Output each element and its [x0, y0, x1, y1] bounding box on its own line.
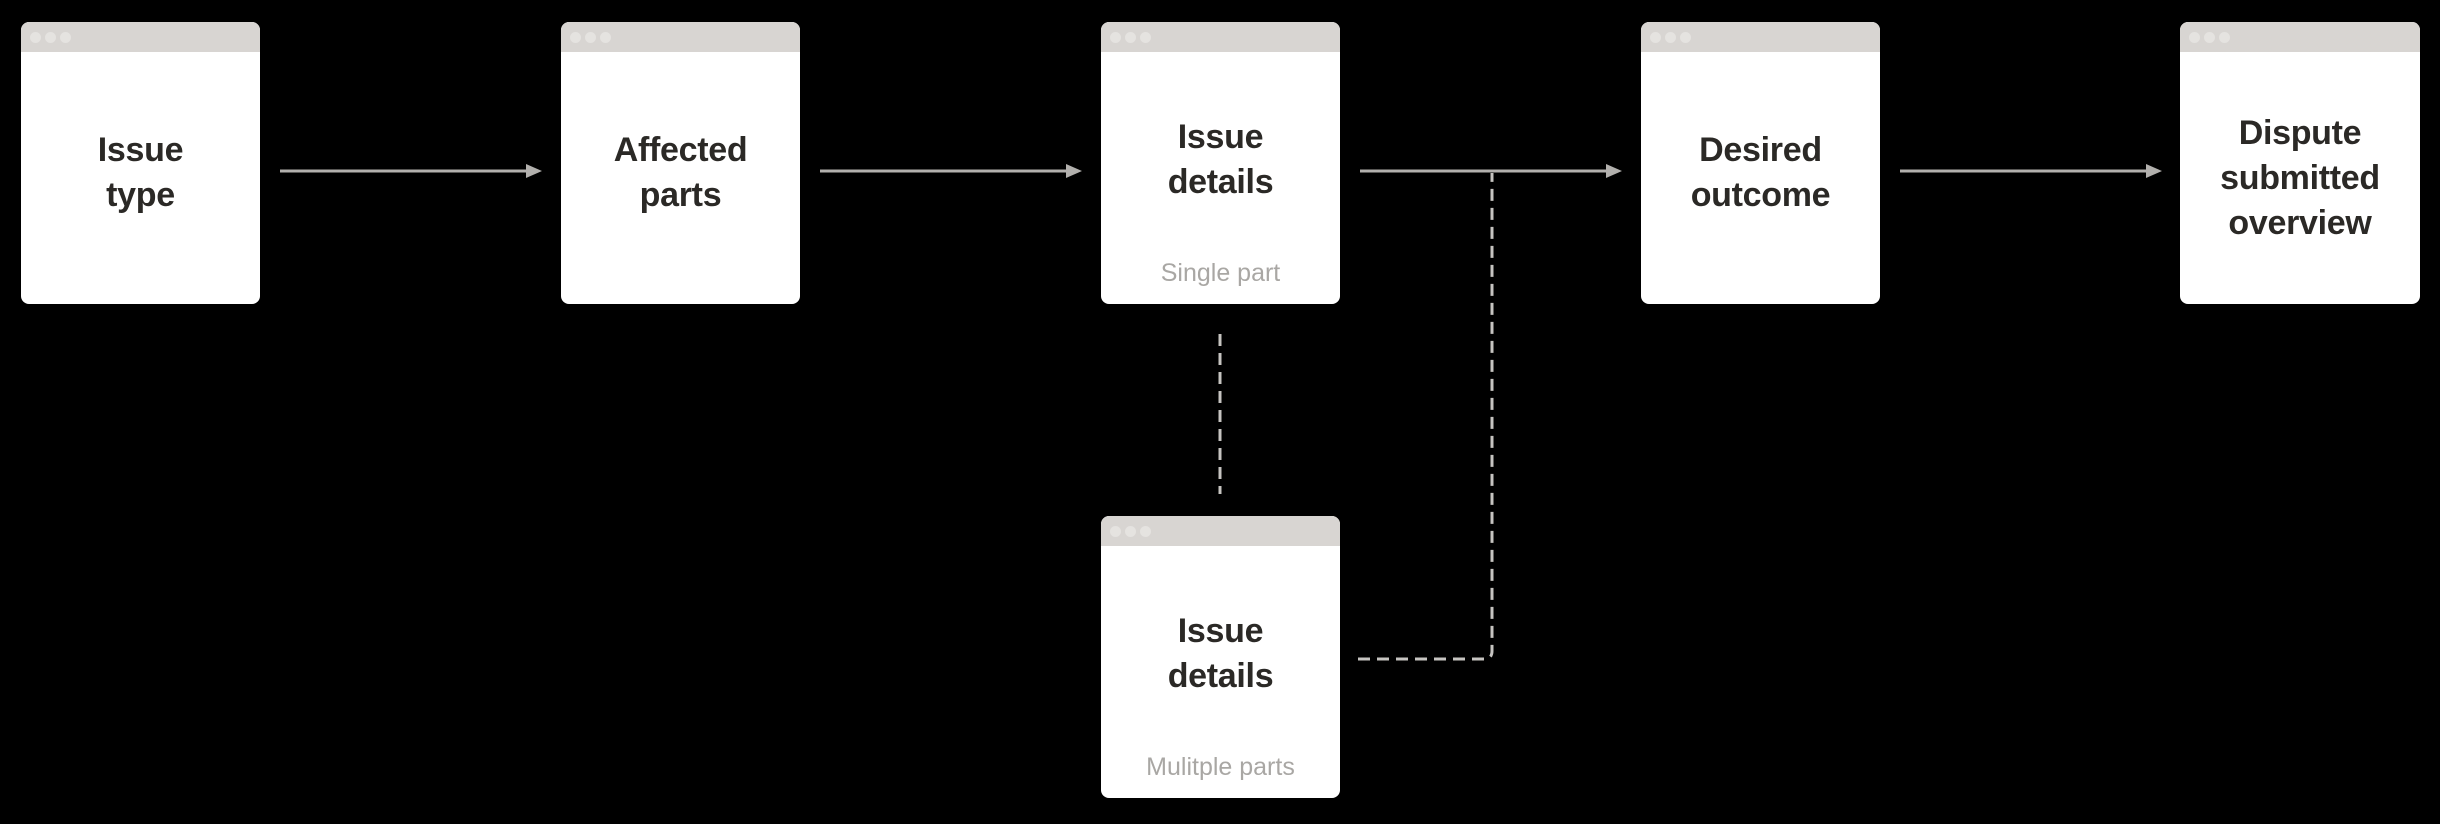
node-desired-outcome: Desired outcome	[1641, 22, 1880, 304]
node-title: Issue details	[1167, 118, 1274, 201]
window-dot-icon	[1665, 31, 1676, 43]
card-body: Issue details Mulitple parts	[1101, 546, 1340, 798]
window-titlebar	[1101, 22, 1340, 52]
node-affected-parts: Affected parts	[561, 22, 800, 304]
window-dot-icon	[1140, 525, 1151, 537]
window-dot-icon	[60, 31, 71, 43]
window-titlebar	[1101, 516, 1340, 546]
window-dot-icon	[570, 31, 581, 43]
node-dispute-submitted-overview: Dispute submitted overview	[2180, 22, 2420, 304]
window-titlebar	[561, 22, 800, 52]
node-title: Desired outcome	[1690, 131, 1831, 214]
window-dot-icon	[1125, 525, 1136, 537]
card-body: Desired outcome	[1641, 52, 1880, 304]
window-titlebar	[1641, 22, 1880, 52]
window-dot-icon	[585, 31, 596, 43]
window-dot-icon	[1110, 31, 1121, 43]
card-body: Issue details Single part	[1101, 52, 1340, 304]
node-issue-details-single: Issue details Single part	[1101, 22, 1340, 304]
window-dot-icon	[2204, 31, 2215, 43]
node-subtitle: Single part	[1160, 259, 1281, 287]
window-dot-icon	[1650, 31, 1661, 43]
window-dot-icon	[1140, 31, 1151, 43]
window-titlebar	[2180, 22, 2420, 52]
window-titlebar	[21, 22, 260, 52]
node-title: Affected parts	[613, 131, 748, 214]
window-dot-icon	[45, 31, 56, 43]
node-title: Issue details	[1167, 612, 1274, 695]
node-title: Dispute submitted overview	[2220, 113, 2380, 242]
card-body: Dispute submitted overview	[2180, 52, 2420, 304]
window-dot-icon	[1125, 31, 1136, 43]
card-body: Issue type	[21, 52, 260, 304]
window-dot-icon	[2189, 31, 2200, 43]
window-dot-icon	[600, 31, 611, 43]
node-title: Issue type	[97, 131, 184, 214]
window-dot-icon	[1110, 525, 1121, 537]
window-dot-icon	[1680, 31, 1691, 43]
node-issue-type: Issue type	[21, 22, 260, 304]
dashed-link-multiple-to-main-flow	[1358, 173, 1494, 661]
node-issue-details-multiple: Issue details Mulitple parts	[1101, 516, 1340, 798]
window-dot-icon	[30, 31, 41, 43]
window-dot-icon	[2219, 31, 2230, 43]
card-body: Affected parts	[561, 52, 800, 304]
node-subtitle: Mulitple parts	[1146, 753, 1295, 781]
